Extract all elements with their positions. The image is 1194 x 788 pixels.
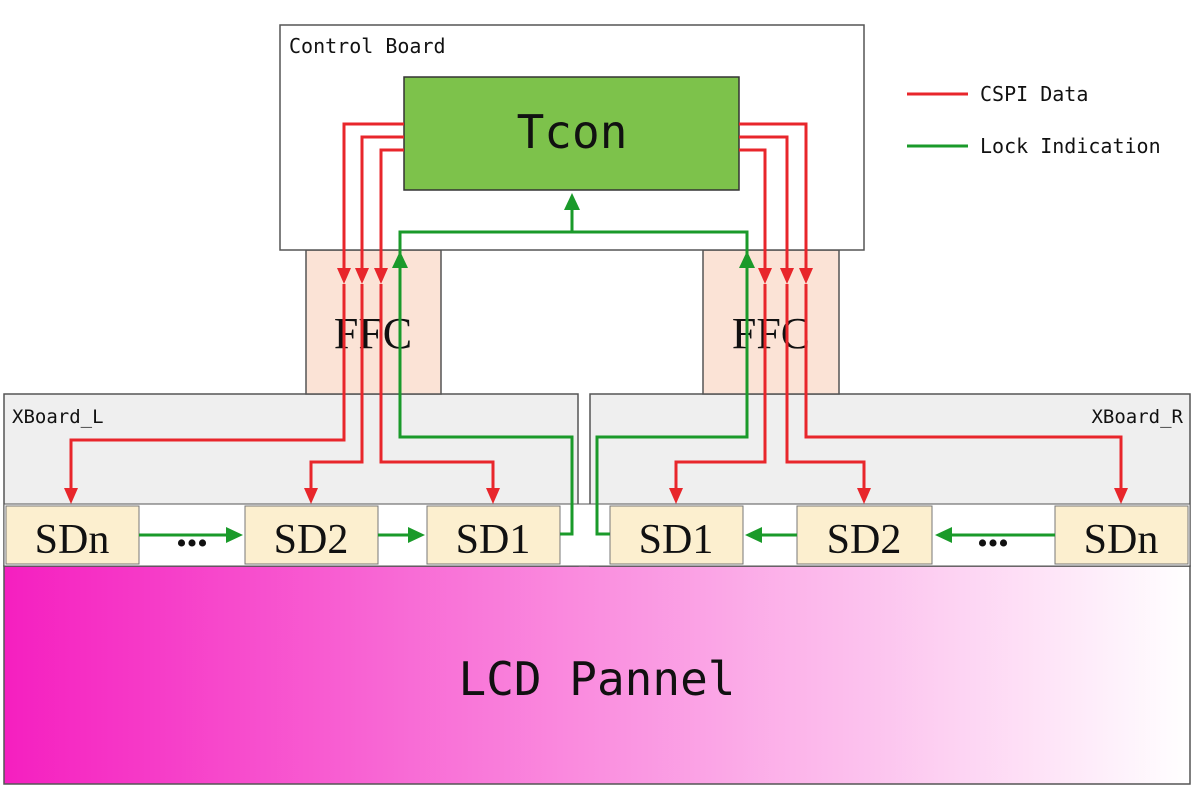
cspi-line-right-sdn bbox=[804, 284, 1123, 492]
legend-item-lock-indication: Lock Indication bbox=[907, 134, 1161, 158]
red-arrowhead bbox=[355, 268, 369, 284]
red-arrowhead bbox=[337, 268, 351, 284]
red-arrowhead bbox=[1114, 488, 1128, 504]
cspi-line-left-sdn bbox=[69, 284, 346, 492]
cspi-line-left-1 bbox=[342, 122, 404, 278]
green-arrowhead bbox=[745, 527, 762, 543]
ffc-right-label: FFC bbox=[732, 309, 810, 358]
sd-label: SDn bbox=[1084, 517, 1159, 563]
sd-label: SD2 bbox=[827, 517, 902, 563]
red-arrowhead bbox=[857, 488, 871, 504]
cspi-line-right-1 bbox=[739, 122, 808, 278]
xboard-right-label: XBoard_R bbox=[1091, 406, 1183, 428]
green-arrowhead bbox=[935, 527, 952, 543]
lcd-panel-label: LCD Pannel bbox=[459, 652, 736, 706]
red-arrowhead bbox=[304, 488, 318, 504]
sd-chip-right-sd2: SD2 bbox=[796, 505, 933, 565]
red-arrowhead bbox=[64, 488, 78, 504]
lcd-panel: LCD Pannel bbox=[3, 565, 1191, 785]
sd-label: SD1 bbox=[639, 517, 714, 563]
cspi-line-left-sd2 bbox=[309, 284, 364, 492]
sd-chip-left-sdn: SDn bbox=[5, 505, 140, 565]
ffc-left: FFC bbox=[305, 249, 442, 395]
sd-chip-right-sdn: SDn bbox=[1054, 505, 1189, 565]
green-arrowhead bbox=[226, 527, 243, 543]
sd-chip-left-sd1: SD1 bbox=[426, 505, 561, 565]
red-arrowhead bbox=[374, 268, 388, 284]
sd-chip-right-sd1: SD1 bbox=[609, 505, 744, 565]
legend-label: Lock Indication bbox=[980, 134, 1161, 158]
tcon-label: Tcon bbox=[517, 105, 628, 159]
cspi-line-right-sd1 bbox=[674, 284, 767, 492]
legend-item-cspi-data: CSPI Data bbox=[907, 82, 1088, 106]
legend: CSPI Data Lock Indication bbox=[907, 82, 1161, 158]
cspi-line-left-sd1 bbox=[379, 284, 495, 492]
green-arrowhead bbox=[564, 193, 580, 210]
cspi-line-right-3 bbox=[739, 148, 767, 278]
xboard-left-label: XBoard_L bbox=[12, 406, 104, 428]
green-arrowhead bbox=[392, 251, 408, 268]
green-arrowhead bbox=[408, 527, 425, 543]
green-arrowhead bbox=[739, 251, 755, 268]
ellipsis-left: ••• bbox=[176, 527, 208, 560]
red-arrowhead bbox=[486, 488, 500, 504]
cspi-line-left-3 bbox=[379, 148, 404, 278]
sd-label: SD2 bbox=[274, 517, 349, 563]
sd-chip-left-sd2: SD2 bbox=[244, 505, 379, 565]
red-arrowhead bbox=[758, 268, 772, 284]
tcon-chip: Tcon bbox=[403, 76, 740, 191]
legend-label: CSPI Data bbox=[980, 82, 1088, 106]
lock-indication-lines bbox=[139, 206, 1055, 537]
ellipsis-right: ••• bbox=[977, 527, 1009, 560]
control-board-label: Control Board bbox=[289, 34, 446, 58]
red-arrowhead bbox=[799, 268, 813, 284]
cspi-line-right-sd2 bbox=[785, 284, 866, 492]
red-arrowhead bbox=[780, 268, 794, 284]
lock-indication-arrowheads bbox=[226, 193, 952, 543]
red-arrowhead bbox=[669, 488, 683, 504]
cspi-data-arrowheads bbox=[64, 268, 1128, 504]
cspi-data-lines bbox=[69, 122, 1123, 492]
sd-label: SD1 bbox=[456, 517, 531, 563]
ffc-right: FFC bbox=[702, 249, 840, 395]
cspi-line-left-2 bbox=[360, 135, 404, 278]
sd-label: SDn bbox=[35, 517, 110, 563]
cspi-line-right-2 bbox=[739, 135, 789, 278]
